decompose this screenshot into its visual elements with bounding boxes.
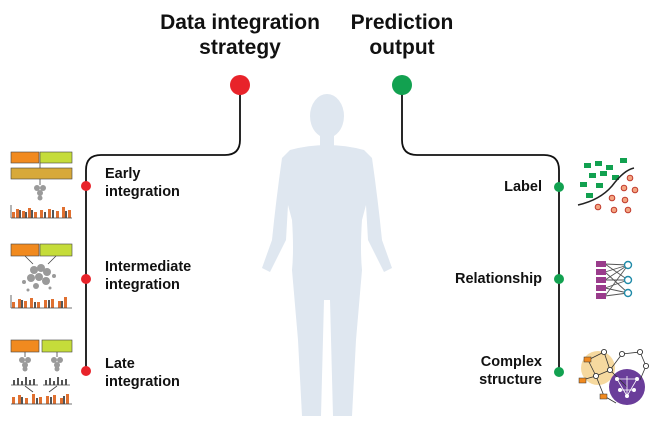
complex-structure-dot <box>554 367 564 377</box>
intermediate-integration-dot <box>81 274 91 284</box>
intermediate-integration-label: Intermediate integration <box>105 259 192 293</box>
complex-structure-label: Complex structure <box>479 354 542 388</box>
relationship-output-label: Relationship <box>454 271 542 287</box>
output-header-dot <box>392 75 412 95</box>
late-integration-icon <box>10 339 73 405</box>
output-header: Prediction output <box>350 11 454 59</box>
label-dot <box>554 182 564 192</box>
early-integration-dot <box>81 181 91 191</box>
late-integration-label: Late integration <box>105 356 180 390</box>
early-integration-icon <box>10 151 73 219</box>
label-output-label: Label <box>504 179 542 195</box>
intermediate-integration-icon <box>10 243 73 309</box>
strategy-header: Data integration strategy <box>160 11 320 59</box>
connector-lines <box>85 85 560 371</box>
late-integration-dot <box>81 366 91 376</box>
relationship-icon <box>596 260 633 299</box>
label-icon <box>577 158 639 214</box>
strategy-header-dot <box>230 75 250 95</box>
human-silhouette <box>262 94 392 416</box>
early-integration-label: Early integration <box>105 166 180 200</box>
complex-structure-icon <box>578 348 650 405</box>
relationship-dot <box>554 274 564 284</box>
